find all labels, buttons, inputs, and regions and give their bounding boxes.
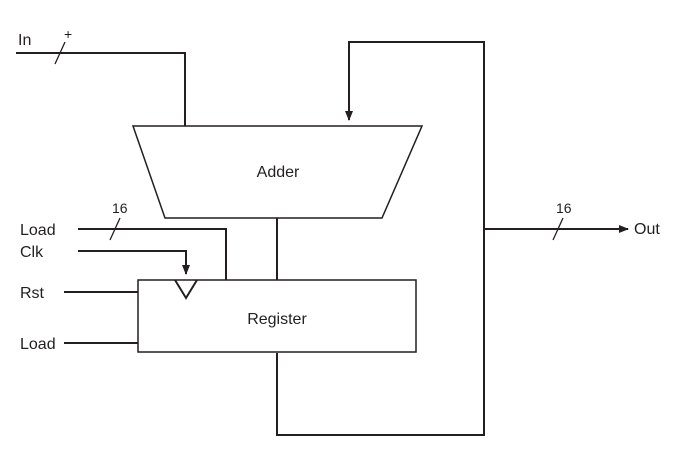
in-width-label: + bbox=[64, 26, 72, 42]
load-top-wire bbox=[78, 228, 227, 280]
load-top-label: Load bbox=[20, 222, 56, 239]
adder-label: Adder bbox=[257, 164, 300, 181]
feedback-wire bbox=[276, 41, 485, 436]
out-label: Out bbox=[634, 221, 660, 238]
in-label: In bbox=[18, 32, 31, 49]
in-bus-slash bbox=[54, 41, 66, 65]
register-label: Register bbox=[247, 311, 307, 328]
register-block bbox=[137, 279, 417, 353]
out-width-label: 16 bbox=[556, 200, 572, 216]
adder-block bbox=[131, 125, 424, 219]
out-bus-slash bbox=[552, 217, 564, 241]
clk-label: Clk bbox=[20, 244, 44, 261]
load-bottom-label: Load bbox=[20, 336, 56, 353]
load-top-bus-slash bbox=[109, 217, 121, 241]
rst-label: Rst bbox=[20, 285, 45, 302]
clk-wire bbox=[78, 250, 190, 275]
clock-input-triangle bbox=[174, 279, 198, 300]
load-top-width-label: 16 bbox=[112, 200, 128, 216]
in-wire bbox=[16, 52, 186, 126]
